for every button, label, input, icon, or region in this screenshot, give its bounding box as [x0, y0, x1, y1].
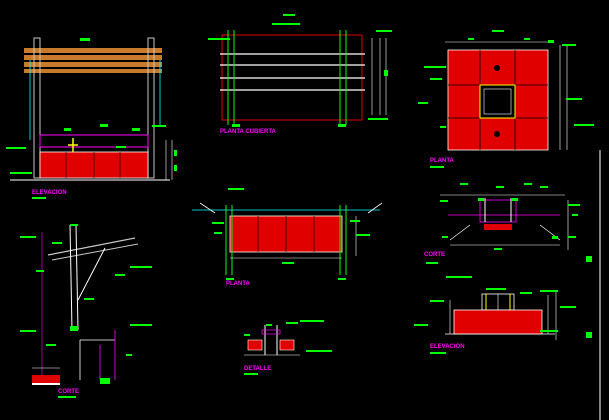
- label-corte-left: CORTE: [58, 389, 79, 395]
- view-corte-right: CORTE: [424, 183, 580, 264]
- view-elevacion-right: ELEVACION: [414, 256, 592, 354]
- view-detalle: DETALLE: [244, 320, 332, 375]
- label-planta-mid: PLANTA: [226, 281, 251, 287]
- label-planta-square: PLANTA: [430, 158, 455, 164]
- label-elevacion-right: ELEVACION: [430, 344, 465, 350]
- label-detalle: DETALLE: [244, 366, 271, 372]
- label-corte-right: CORTE: [424, 252, 445, 258]
- label-elevacion: ELEVACION: [32, 190, 67, 196]
- view-planta-mid: PLANTA: [192, 188, 383, 287]
- label-planta-cubierta: PLANTA CUBIERTA: [220, 129, 277, 135]
- view-planta-square: PLANTA: [418, 30, 594, 168]
- view-corte-left: CORTE: [20, 224, 152, 398]
- view-elevacion: ELEVACION: [6, 37, 177, 199]
- view-planta-cubierta: PLANTA CUBIERTA: [208, 14, 392, 135]
